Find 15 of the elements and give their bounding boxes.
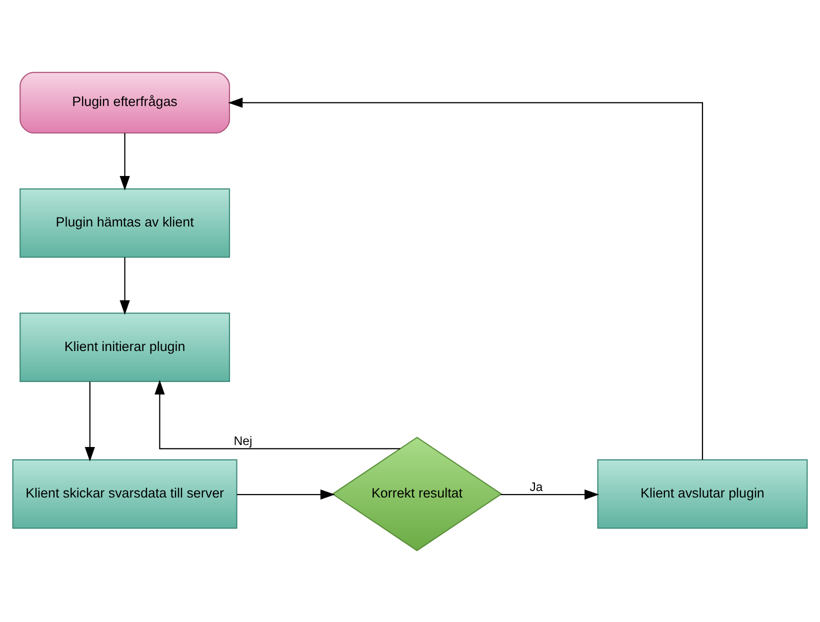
edge-label: Nej [234,434,252,448]
arrow [120,132,130,190]
node-diamond: Korrekt resultat [332,436,502,551]
node-box: Klient skickar svarsdata till server [12,458,238,528]
node-box: Plugin hämtas av klient [20,188,230,258]
edge-label: Ja [530,479,543,494]
node-box: Klient initierar plugin [20,312,230,382]
arrow [500,488,600,500]
arrow [84,381,95,462]
node-box: Plugin efterfrågas [20,71,230,133]
node-box: Klient avslutar plugin [597,458,808,528]
arrow [236,488,335,500]
arrow [154,379,400,449]
arrow [228,97,704,460]
arrow [120,256,130,314]
